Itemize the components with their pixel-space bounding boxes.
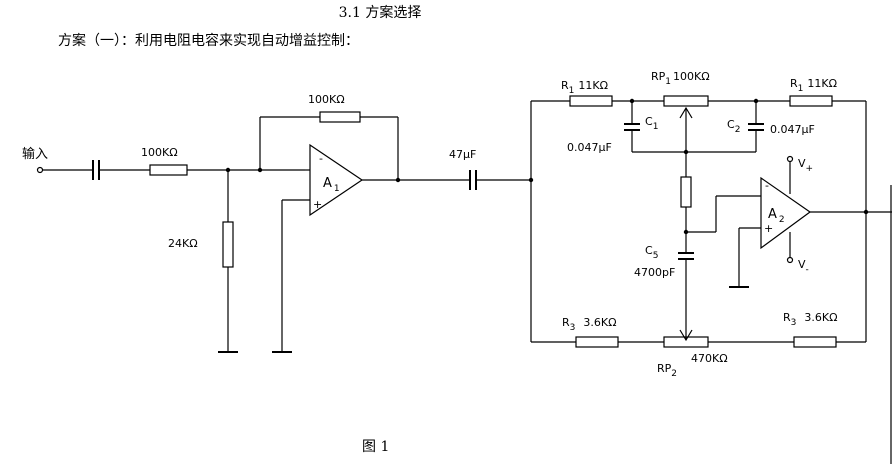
rp1-potentiometer (663, 95, 709, 107)
a2-minus-sign: - (765, 179, 769, 192)
rp2-value: 470KΩ (691, 352, 728, 365)
center-resistor (680, 176, 692, 208)
r1-left-resistor (569, 95, 613, 107)
vplus-label: V+ (798, 157, 813, 174)
figure-caption: 图 1 (362, 439, 390, 455)
c2-value: 0.047μF (770, 123, 815, 136)
vminus-label: V- (798, 258, 809, 275)
input-resistor (149, 164, 188, 176)
rp2-label: RP2 (657, 362, 677, 379)
a1-minus-sign: - (319, 152, 323, 165)
c1-label: C1 (645, 115, 658, 132)
opamp-a2 (760, 176, 812, 250)
r3-right-resistor (793, 336, 837, 348)
r-ground-label: 24KΩ (168, 237, 198, 250)
junction-dots (225, 98, 869, 235)
c5-value: 4700pF (634, 266, 675, 279)
c5-label: C5 (645, 244, 658, 261)
a1-plus-sign: + (313, 198, 322, 211)
cap-coupling-label: 47μF (449, 148, 476, 161)
feedback-resistor (319, 111, 361, 123)
intro-text: 方案（一）：利用电阻电容来实现自动增益控制： (58, 33, 359, 49)
input-label: 输入 (22, 146, 48, 162)
c1-value: 0.047μF (567, 141, 612, 154)
circuit-wires (36, 95, 892, 464)
r-in-label: 100KΩ (141, 146, 178, 159)
section-heading: 3.1 方案选择 (338, 5, 422, 21)
r1-right-resistor (789, 95, 833, 107)
a2-plus-sign: + (764, 222, 773, 235)
r-feedback-label: 100KΩ (308, 93, 345, 106)
r3-left-resistor (575, 336, 619, 348)
ground-resistor (222, 221, 234, 268)
input-terminal (36, 166, 44, 174)
c2-label: C2 (727, 118, 740, 135)
opamp-a1 (309, 143, 364, 217)
